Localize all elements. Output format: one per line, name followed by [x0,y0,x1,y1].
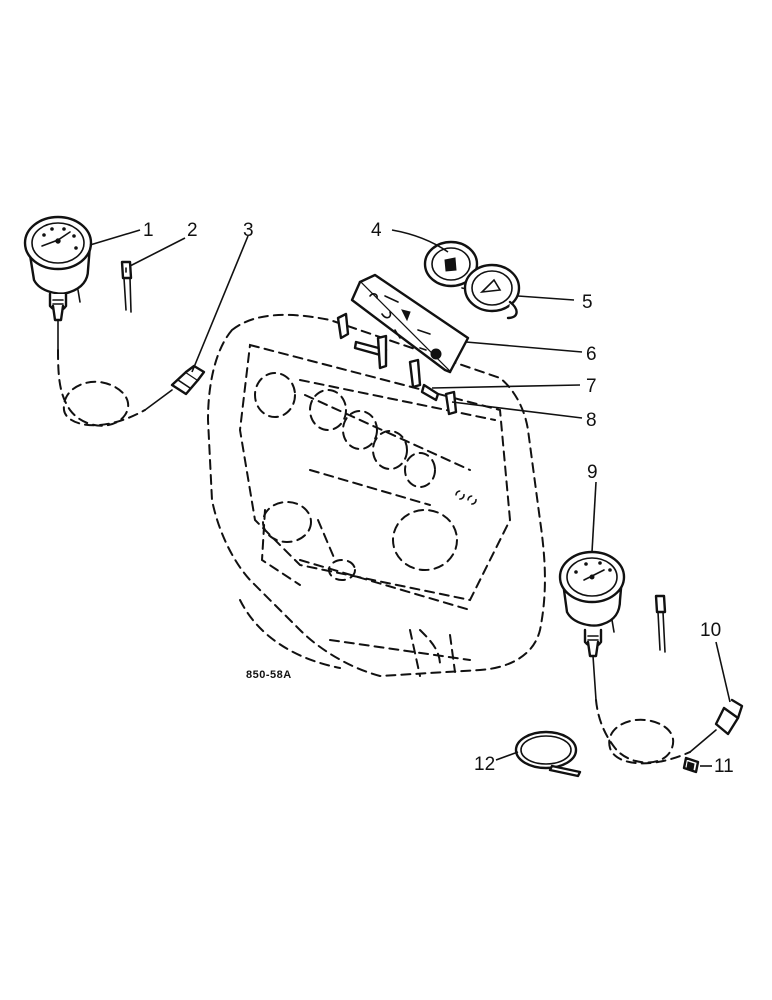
callout-labels: 1 2 3 4 5 6 7 8 9 10 11 12 [143,220,734,777]
leader-lines [89,229,731,767]
speedometer-gauge [558,550,626,701]
callout-1: 1 [143,220,154,241]
callout-10: 10 [700,620,721,641]
callout-7: 7 [586,376,597,397]
callout-5: 5 [582,292,593,313]
callout-12: 12 [474,754,495,775]
callout-4: 4 [371,220,382,241]
callout-8: 8 [586,410,597,431]
clip-11 [682,756,700,774]
mounting-clips [336,312,458,416]
tachometer-gauge [23,215,93,351]
cable-fitting-right [689,698,744,753]
callout-9: 9 [587,462,598,483]
callout-3: 3 [243,220,254,241]
sender-rod [120,260,133,313]
cable-loop-left [57,349,146,427]
callout-6: 6 [586,344,597,365]
sender-rod-right [654,594,667,653]
callout-2: 2 [187,220,198,241]
small-gauge-5 [463,263,521,320]
indicator-lamp-panel [350,273,470,374]
cable-tie-strap [514,730,582,778]
instrument-panel-housing [206,313,546,678]
drawing-code: 850-58A [246,669,292,681]
cable-fitting-left [144,364,206,411]
cable-loop-right [595,699,691,765]
callout-11: 11 [714,756,734,777]
